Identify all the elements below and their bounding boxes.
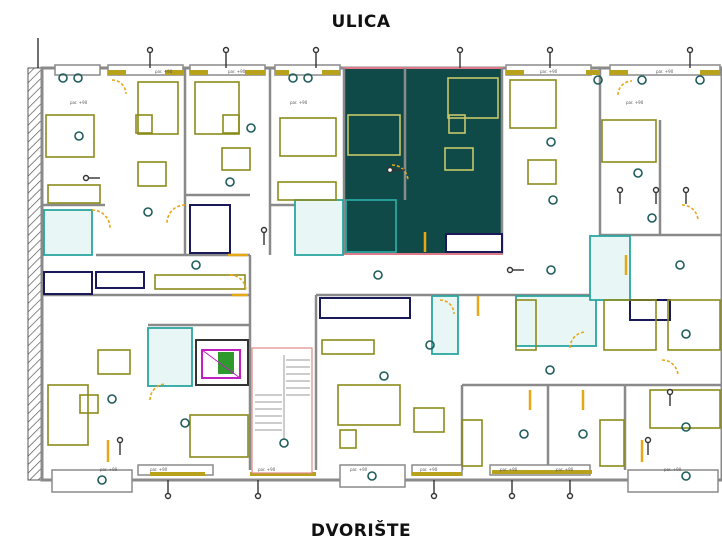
svg-text:par. +90: par. +90 [150,467,168,472]
svg-text:par. +90: par. +90 [556,467,574,472]
furniture [45,77,721,467]
elevator [195,339,249,386]
neighbour-wall-hatch [27,67,43,481]
svg-text:par. +90: par. +90 [70,100,88,105]
svg-text:par. +90: par. +90 [155,69,173,74]
svg-text:par. +90: par. +90 [420,467,438,472]
balcony-tags: par. +90 par. +90 par. +90 par. +90 par.… [70,69,682,472]
bathrooms [43,199,631,387]
svg-text:par. +90: par. +90 [540,69,558,74]
svg-text:par. +90: par. +90 [350,467,368,472]
street-label: ULICA [331,12,391,32]
courtyard-label: DVORIŠTE [310,521,412,541]
svg-text:par. +90: par. +90 [228,69,246,74]
door-swings [91,79,699,401]
electrical-points [82,46,694,500]
staircase [251,347,313,474]
svg-text:par. +90: par. +90 [664,467,682,472]
kitchens [43,204,671,321]
light-fixtures [58,73,705,485]
svg-text:par. +90: par. +90 [626,100,644,105]
interior-walls [42,68,722,470]
door-leaves [106,232,644,462]
svg-text:par. +90: par. +90 [656,69,674,74]
svg-text:par. +90: par. +90 [500,467,518,472]
svg-text:par. +90: par. +90 [258,467,276,472]
svg-text:par. +90: par. +90 [100,467,118,472]
svg-text:par. +90: par. +90 [290,100,308,105]
windows [108,70,720,476]
